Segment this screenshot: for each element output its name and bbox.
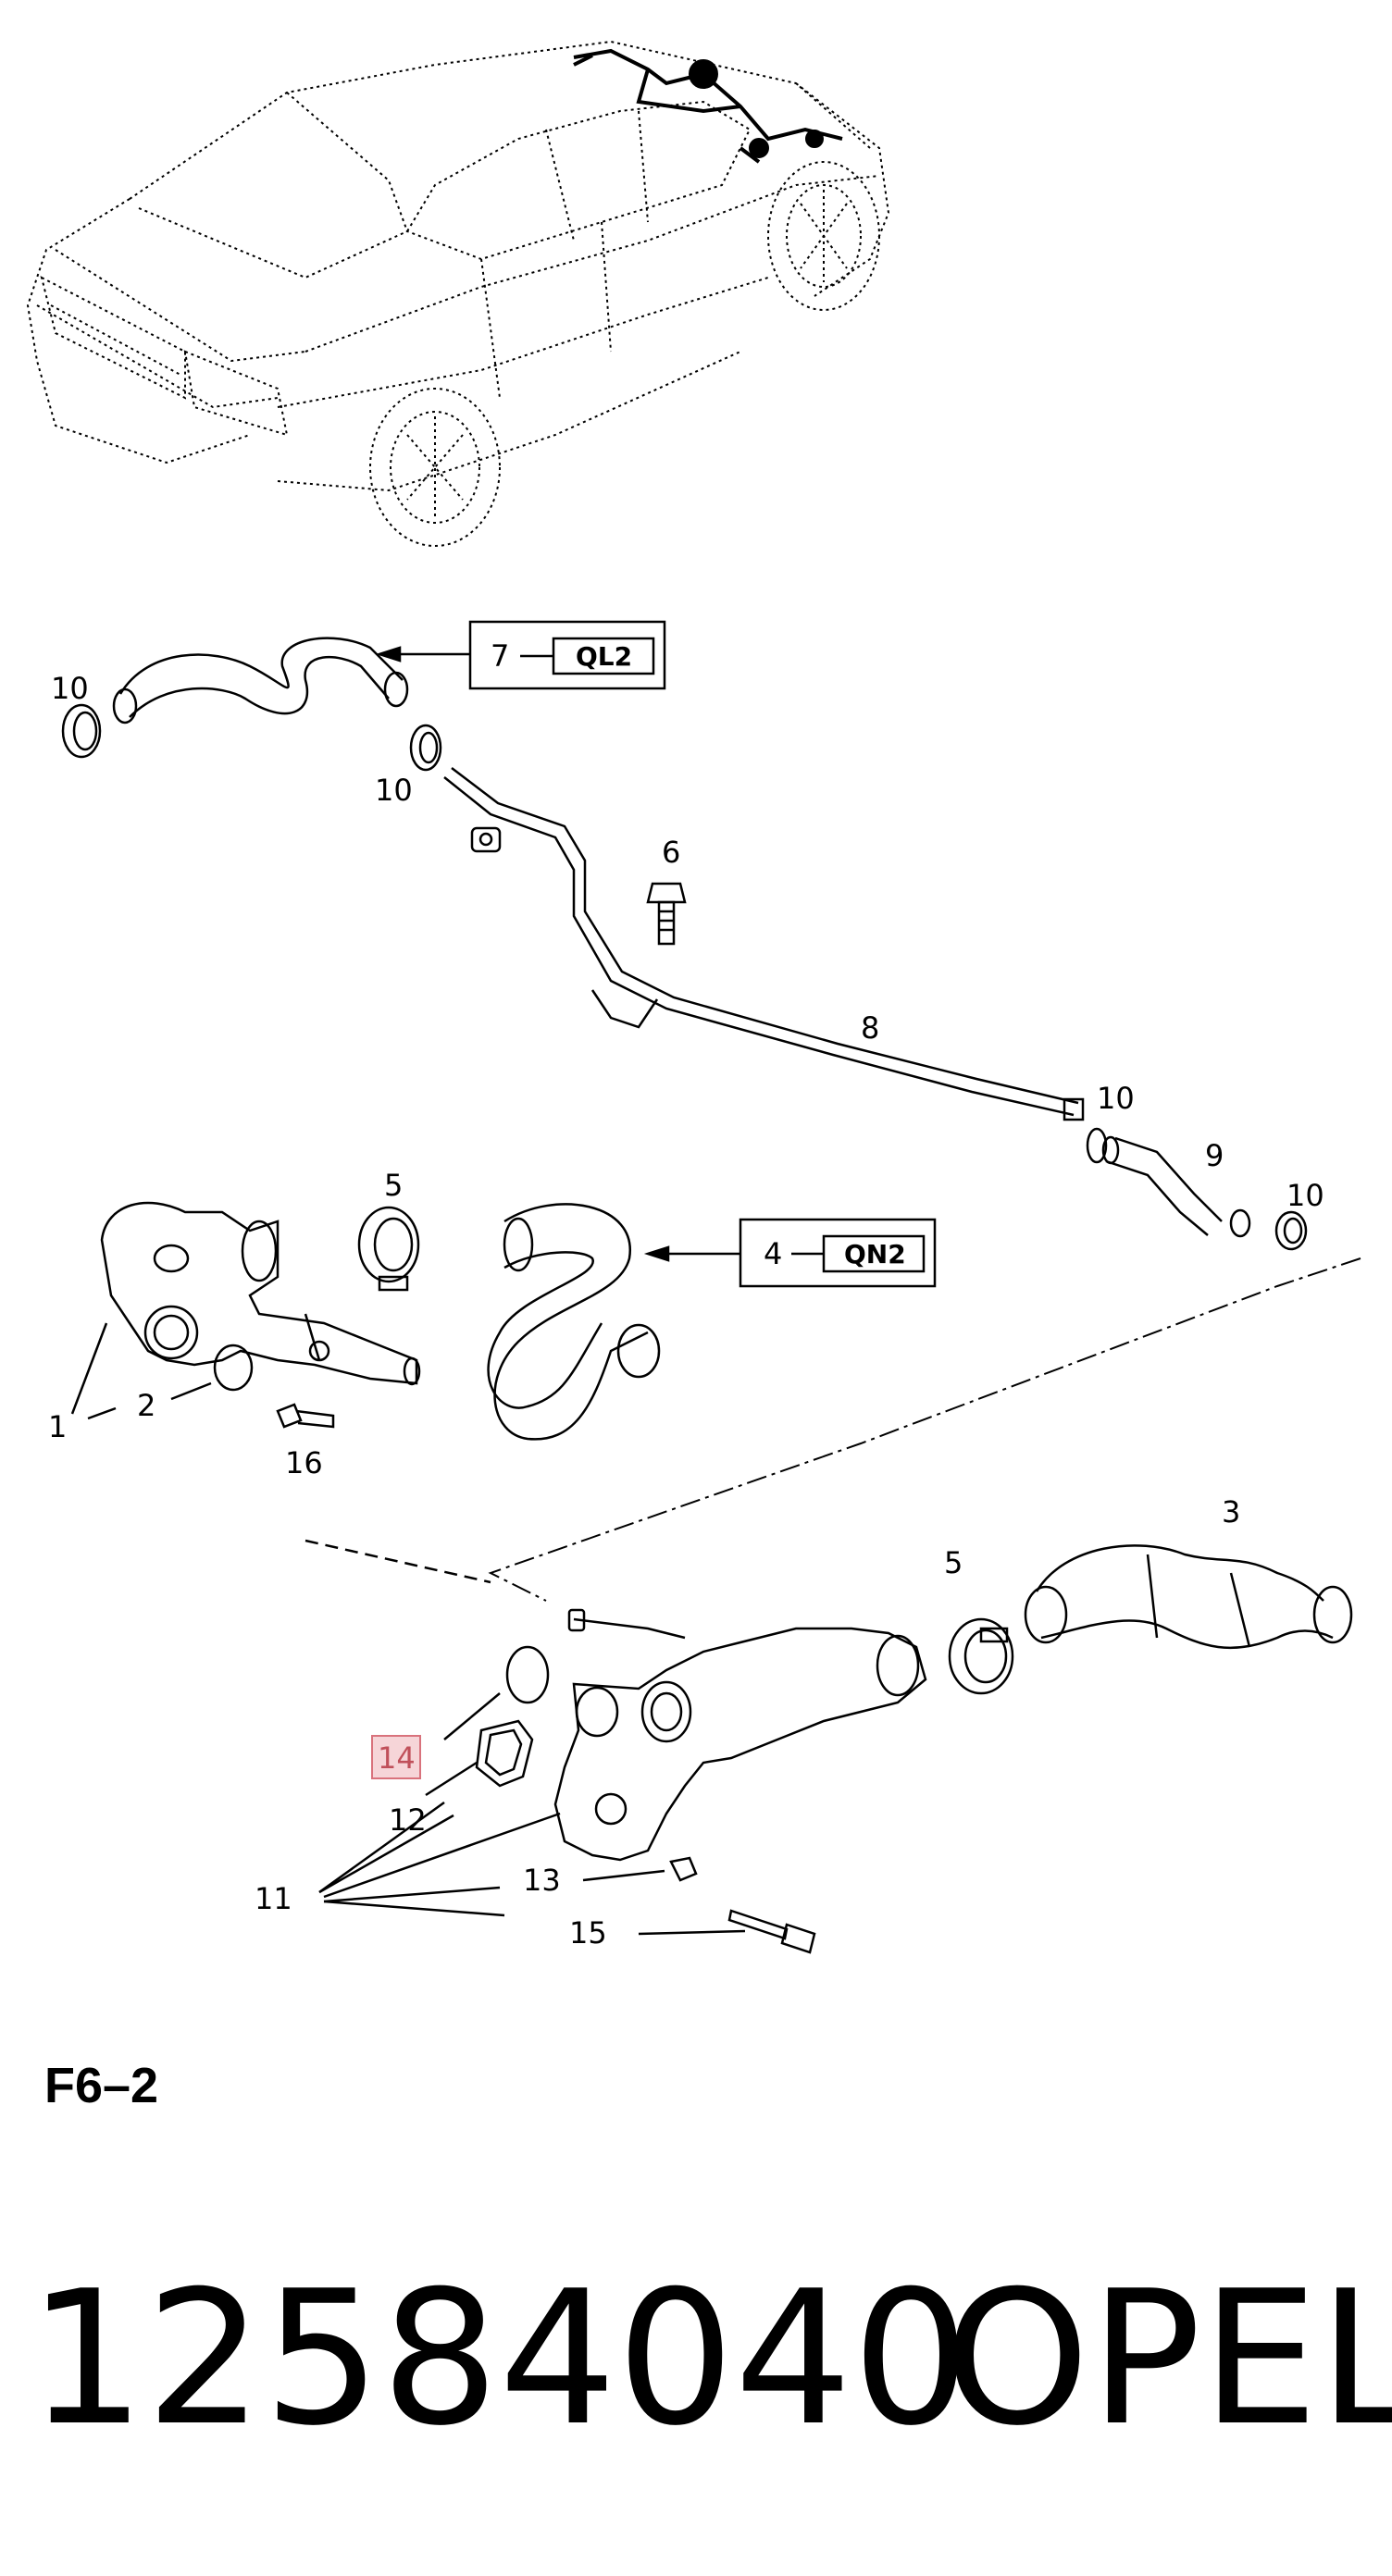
oring-14 [505, 1645, 550, 1704]
callout-7: 7 [491, 638, 509, 674]
callout-10b: 10 [375, 773, 413, 808]
code-qn2: QN2 [844, 1239, 906, 1269]
hose-3 [1024, 1544, 1353, 1650]
callout-10a: 10 [51, 671, 89, 706]
callout-1: 1 [48, 1409, 67, 1444]
callout-14: 14 [378, 1740, 416, 1776]
housing-1 [100, 1201, 421, 1386]
clamp-10c [1086, 1127, 1108, 1164]
nut-13 [669, 1856, 698, 1882]
hose-4 [487, 1203, 661, 1441]
clamp-5b [948, 1617, 1014, 1695]
wiring-harness [573, 48, 843, 164]
callout-5b: 5 [944, 1545, 963, 1580]
gasket-12 [475, 1719, 534, 1788]
code-box-7: 7 QL2 [468, 620, 666, 690]
callout-5a: 5 [384, 1168, 403, 1203]
oring-2 [213, 1344, 254, 1392]
callout-9: 9 [1205, 1138, 1224, 1173]
car-outline [26, 40, 890, 492]
callout-labels: 10 10 10 10 6 8 9 5 1 2 16 3 5 14 12 11 … [48, 671, 1324, 1951]
callout-6: 6 [662, 835, 680, 870]
bolt-15 [727, 1909, 816, 1954]
pipe-8 [443, 767, 1085, 1121]
callout-12: 12 [389, 1802, 427, 1838]
callout-2: 2 [137, 1388, 155, 1423]
callout-13: 13 [523, 1863, 561, 1898]
hose-9 [1101, 1135, 1251, 1238]
code-box-4: 4 QN2 [739, 1218, 937, 1288]
clamp-5a [357, 1206, 420, 1292]
clamp-10d [1274, 1210, 1308, 1251]
callout-11: 11 [255, 1881, 292, 1916]
bolt-16 [276, 1403, 335, 1429]
hose-7 [112, 637, 409, 724]
callout-15: 15 [569, 1915, 607, 1951]
callout-10d: 10 [1286, 1178, 1324, 1213]
code-ql2: QL2 [576, 641, 632, 672]
assembly-divider [488, 1257, 1361, 1602]
callout-8: 8 [861, 1010, 879, 1046]
part-caption: 12584040 OPEL [28, 2239, 1392, 2480]
housing-11 [553, 1608, 927, 1862]
figure-label: F6–2 [44, 2058, 158, 2113]
car-wheels [369, 161, 880, 547]
brand-name: OPEL [944, 2251, 1392, 2467]
callout-4: 4 [764, 1236, 782, 1271]
callout-16: 16 [285, 1445, 323, 1480]
callout-10c: 10 [1097, 1081, 1135, 1116]
clamp-10a [61, 703, 102, 759]
clamp-10b [409, 724, 442, 772]
highlight-box-14 [371, 1735, 421, 1779]
leader-lines [70, 646, 746, 1936]
bolt-6 [646, 882, 687, 946]
callout-3: 3 [1222, 1494, 1240, 1530]
part-number: 12584040 [28, 2251, 970, 2467]
